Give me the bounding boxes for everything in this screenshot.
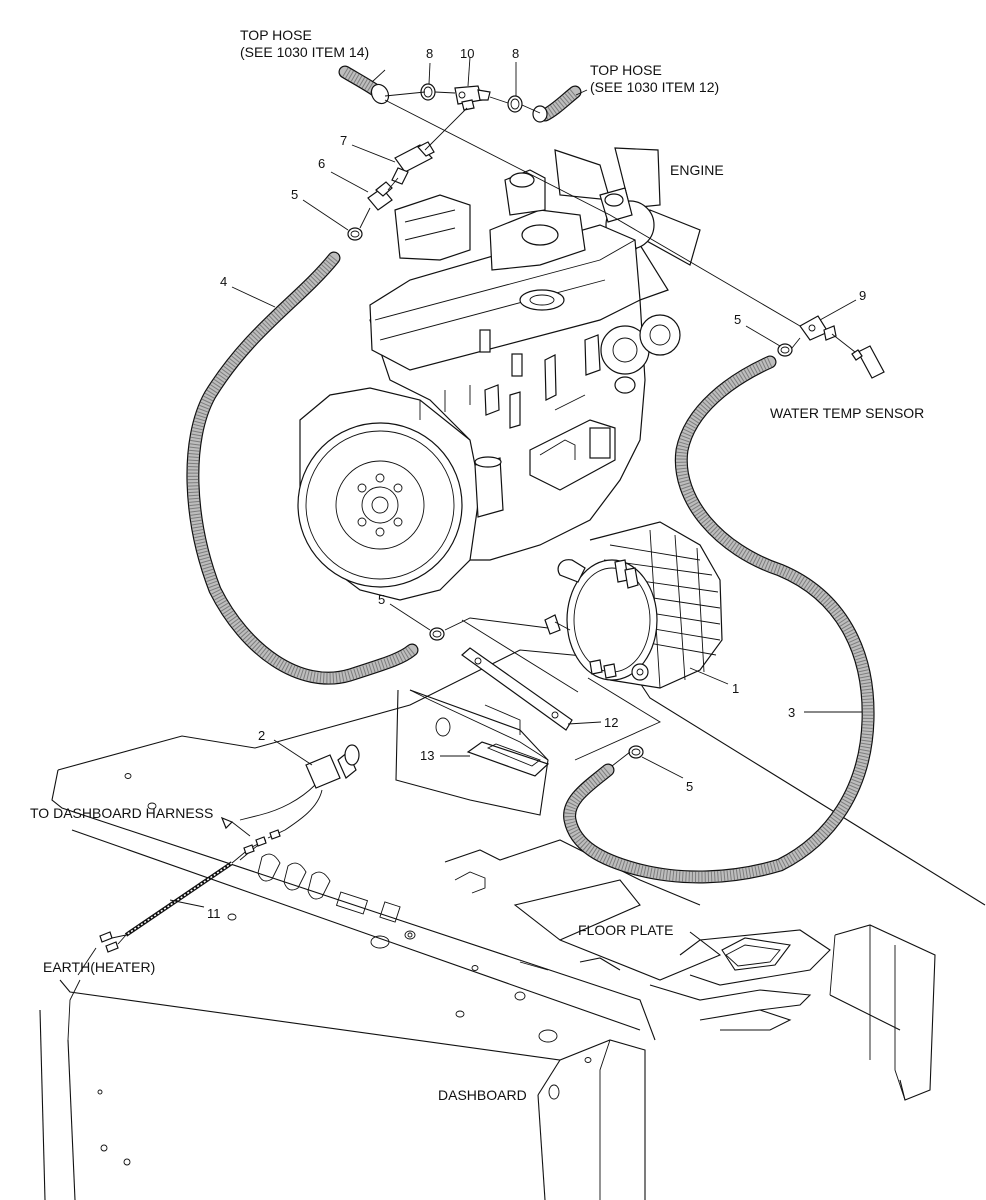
callout-5-sensor: 5 — [734, 312, 741, 327]
label-dashboard: DASHBOARD — [438, 1087, 527, 1103]
heater-unit — [544, 521, 723, 689]
callout-7: 7 — [340, 133, 347, 148]
adapter-item-6 — [367, 181, 393, 211]
clip-item-5-sensor — [777, 343, 793, 357]
engine — [297, 147, 701, 601]
floor-plate-structure — [39, 649, 986, 1200]
label-to-dashboard-harness: TO DASHBOARD HARNESS — [30, 805, 213, 821]
pad-item-13 — [466, 741, 550, 777]
clip-item-5-upper — [347, 227, 363, 241]
label-top-hose-left-2: (SEE 1030 ITEM 14) — [240, 44, 369, 60]
tee-item-9 — [799, 315, 837, 341]
clip-item-8-right — [507, 95, 523, 113]
switch-item-2 — [239, 744, 360, 839]
leader-lines — [77, 56, 862, 976]
callout-8-right: 8 — [512, 46, 519, 61]
callout-13: 13 — [420, 748, 434, 763]
clip-item-5-lower — [628, 745, 644, 759]
label-earth-heater: EARTH(HEATER) — [43, 959, 155, 975]
callout-11: 11 — [207, 906, 221, 921]
text-labels: TOP HOSE (SEE 1030 ITEM 14) TOP HOSE (SE… — [30, 27, 924, 1103]
harness-item-11 — [99, 829, 281, 953]
label-floor-plate: FLOOR PLATE — [578, 922, 673, 938]
label-engine: ENGINE — [670, 162, 724, 178]
callout-6: 6 — [318, 156, 325, 171]
label-top-hose-right-2: (SEE 1030 ITEM 12) — [590, 79, 719, 95]
callout-12: 12 — [604, 715, 618, 730]
water-temp-sensor — [851, 345, 885, 379]
callout-8-left: 8 — [426, 46, 433, 61]
valve-item-7 — [391, 141, 435, 185]
label-top-hose-right-1: TOP HOSE — [590, 62, 662, 78]
label-water-temp-sensor: WATER TEMP SENSOR — [770, 405, 924, 421]
callout-5-mid: 5 — [378, 592, 385, 607]
tee-item-10 — [454, 85, 491, 111]
callout-3: 3 — [788, 705, 795, 720]
clip-item-5-mid — [429, 627, 445, 641]
callout-9: 9 — [859, 288, 866, 303]
item-numbers: 8 10 8 7 6 5 4 9 5 5 1 3 12 5 2 13 11 — [207, 46, 866, 921]
callout-2: 2 — [258, 728, 265, 743]
callout-5-upper: 5 — [291, 187, 298, 202]
callout-10: 10 — [460, 46, 474, 61]
bracket-item-12 — [461, 647, 573, 731]
hose-item-3 — [563, 355, 875, 884]
top-hose-right — [532, 85, 582, 123]
top-hose-left — [338, 65, 390, 105]
callout-1: 1 — [732, 681, 739, 696]
callout-5-lower: 5 — [686, 779, 693, 794]
hose-item-4 — [186, 251, 419, 685]
callout-4: 4 — [220, 274, 227, 289]
label-top-hose-left-1: TOP HOSE — [240, 27, 312, 43]
